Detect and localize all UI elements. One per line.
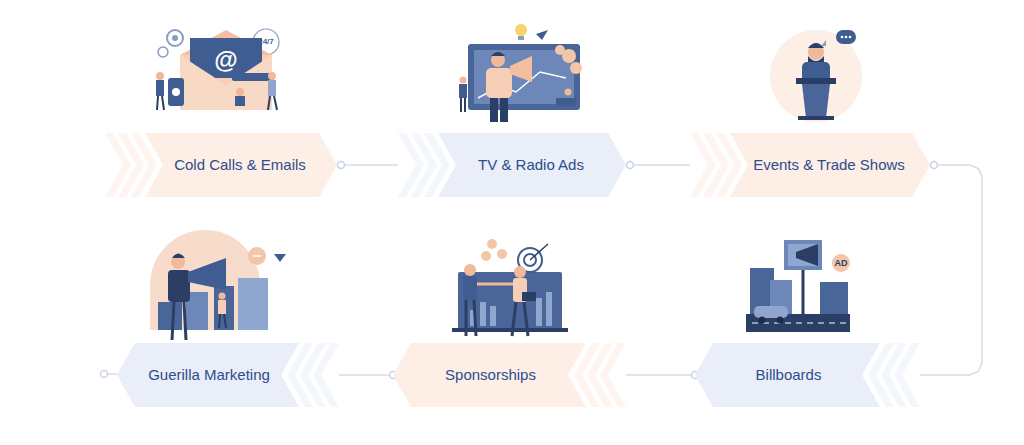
- tv-illustration: [459, 24, 582, 122]
- band-label: Guerilla Marketing: [148, 366, 270, 384]
- podium-illustration: [770, 30, 862, 122]
- connector-dot: [627, 162, 634, 169]
- connector-group: [339, 372, 397, 379]
- band-label: Billboards: [756, 366, 822, 384]
- band-label: Cold Calls & Emails: [174, 156, 306, 174]
- connector-group: [627, 162, 691, 169]
- chevron-band: Guerilla Marketing: [117, 343, 339, 407]
- chevron-band: TV & Radio Ads: [398, 133, 626, 197]
- connector-dot: [931, 162, 938, 169]
- billboard-illustration: [746, 240, 850, 332]
- connector-dot: [338, 162, 345, 169]
- connector-group: [338, 162, 399, 169]
- band-label: Events & Trade Shows: [753, 156, 905, 174]
- icon-text: AD: [835, 259, 848, 268]
- band-label: Sponsorships: [445, 366, 536, 384]
- icon-text: @: [214, 48, 237, 72]
- connector-group: [920, 162, 982, 376]
- end-dot: [101, 371, 108, 378]
- connector-line: [339, 164, 398, 166]
- connector-line: [920, 165, 982, 375]
- connector-line: [628, 164, 690, 166]
- connector-line: [626, 374, 693, 376]
- leader-line: [107, 373, 117, 375]
- chevron-band: Cold Calls & Emails: [105, 133, 337, 197]
- connector-line: [339, 374, 391, 376]
- band-label: TV & Radio Ads: [478, 156, 584, 174]
- chevron-band: Billboards: [695, 343, 920, 407]
- guerilla-illustration: [150, 230, 286, 340]
- chevron-band: Sponsorships: [393, 343, 626, 407]
- connector-group: [626, 372, 699, 379]
- chevron-band: Events & Trade Shows: [690, 133, 930, 197]
- icon-text: 24/7: [258, 38, 274, 46]
- sponsorship-illustration: [452, 239, 568, 336]
- email-illustration: [156, 29, 279, 110]
